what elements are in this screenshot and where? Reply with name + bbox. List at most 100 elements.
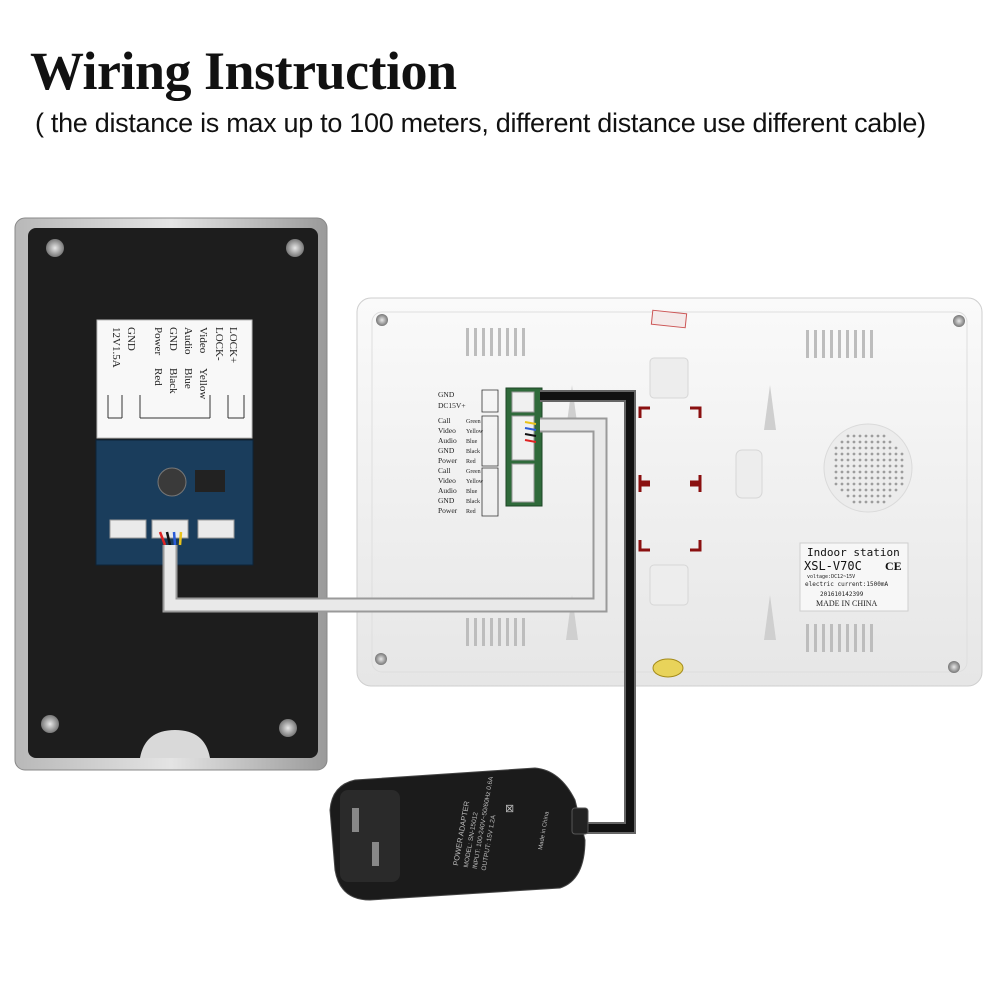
terminal-label-audio: Audio <box>182 327 194 355</box>
indoor-label-video-2: Video <box>438 476 456 485</box>
wire-blue <box>172 531 177 546</box>
sticker-title: Indoor station <box>807 546 900 559</box>
speaker-hole <box>834 476 838 480</box>
plug-prong-icon <box>352 808 359 832</box>
indoor-monitor: GND DC15V+ Call Video Audio GND Power Ca… <box>356 297 983 687</box>
indoor-label-audio-2: Audio <box>438 486 457 495</box>
screw-icon <box>376 314 388 326</box>
speaker-hole <box>900 476 904 480</box>
speaker-hole <box>846 446 850 450</box>
sticker-current: electric current:1500mA <box>805 581 888 588</box>
speaker-hole <box>858 452 862 456</box>
indoor-wire-red: Red <box>466 459 476 465</box>
speaker-hole <box>840 464 844 468</box>
speaker-hole <box>870 476 874 480</box>
warranty-sticker <box>650 309 688 329</box>
speaker-hole <box>870 482 874 486</box>
screw-icon <box>279 719 297 737</box>
speaker-hole <box>894 458 898 462</box>
speaker-hole <box>876 470 880 474</box>
indoor-label-video: Video <box>438 426 456 435</box>
speaker-hole <box>870 434 874 438</box>
speaker-hole <box>894 446 898 450</box>
connector-line <box>107 395 123 419</box>
speaker-hole <box>858 494 862 498</box>
sticker-model: XSL-V70C <box>804 559 862 573</box>
power-cable-fill <box>540 392 634 832</box>
speaker-hole <box>864 446 868 450</box>
indoor-wire-colors: Green Yellow Blue Black Red Green Yellow… <box>466 419 484 515</box>
speaker-hole <box>852 452 856 456</box>
indoor-connector <box>511 391 535 413</box>
terminal-label-video: Video <box>197 327 209 354</box>
speaker-holes <box>834 434 904 504</box>
speaker-hole <box>846 488 850 492</box>
indoor-wire-green-2: Green <box>466 469 481 475</box>
page-subtitle: ( the distance is max up to 100 meters, … <box>35 108 926 138</box>
sticker-serial: 201610142399 <box>820 591 864 598</box>
board-connector <box>197 519 235 539</box>
adapter-plug-face <box>340 790 400 882</box>
speaker-hole <box>900 452 904 456</box>
speaker-hole <box>876 434 880 438</box>
speaker-hole <box>888 440 892 444</box>
speaker-hole <box>840 446 844 450</box>
speaker-hole <box>894 452 898 456</box>
speaker-hole <box>840 488 844 492</box>
speaker-hole <box>870 494 874 498</box>
wire-blue <box>524 427 537 431</box>
indoor-wire-blue-2: Blue <box>466 489 478 495</box>
wire-black <box>524 433 537 437</box>
screw-icon <box>41 715 59 733</box>
speaker-hole <box>864 500 868 504</box>
speaker-hole <box>852 488 856 492</box>
terminal-box <box>481 389 499 413</box>
mount-guide-marks <box>638 406 702 552</box>
speaker-hole <box>882 482 886 486</box>
slot-mark <box>764 595 776 640</box>
speaker-hole <box>882 452 886 456</box>
speaker-hole <box>852 494 856 498</box>
speaker-hole <box>894 470 898 474</box>
board-connector <box>109 519 147 539</box>
outdoor-unit: LOCK+ LOCK- Video Audio GND Power GND 12… <box>14 217 328 771</box>
speaker-hole <box>876 488 880 492</box>
wire-yellow <box>524 421 537 425</box>
slot-mark <box>566 595 578 640</box>
speaker-hole <box>882 500 886 504</box>
speaker-hole <box>846 464 850 468</box>
speaker-hole <box>876 440 880 444</box>
indoor-wire-black: Black <box>466 449 480 455</box>
terminal-box <box>481 415 499 467</box>
speaker-hole <box>870 500 874 504</box>
speaker-hole <box>858 434 862 438</box>
terminal-label-lock-minus: LOCK- <box>213 327 225 361</box>
speaker-hole <box>846 440 850 444</box>
speaker-hole <box>858 500 862 504</box>
speaker-hole <box>870 458 874 462</box>
vent-top-left <box>466 328 525 356</box>
indoor-label-call-2: Call <box>438 466 451 475</box>
indoor-wire-black-2: Black <box>466 499 480 505</box>
speaker-hole <box>852 458 856 462</box>
wire-black <box>165 531 172 546</box>
speaker-hole <box>882 446 886 450</box>
wire-color-yellow: Yellow <box>197 368 209 399</box>
speaker-hole <box>846 434 850 438</box>
speaker-hole <box>846 494 850 498</box>
speaker-hole <box>876 446 880 450</box>
speaker-hole <box>876 458 880 462</box>
speaker-hole <box>876 464 880 468</box>
speaker-hole <box>834 482 838 486</box>
indoor-wire-blue: Blue <box>466 439 478 445</box>
plug-prong-icon <box>372 842 379 866</box>
speaker-hole <box>882 488 886 492</box>
speaker-hole <box>834 458 838 462</box>
speaker-hole <box>894 476 898 480</box>
adapter-strain-relief <box>571 807 589 835</box>
speaker-hole <box>882 458 886 462</box>
speaker-hole <box>852 440 856 444</box>
indoor-wire-yellow-2: Yellow <box>466 479 484 485</box>
ce-mark-icon: CE <box>885 559 902 573</box>
speaker-hole <box>858 458 862 462</box>
